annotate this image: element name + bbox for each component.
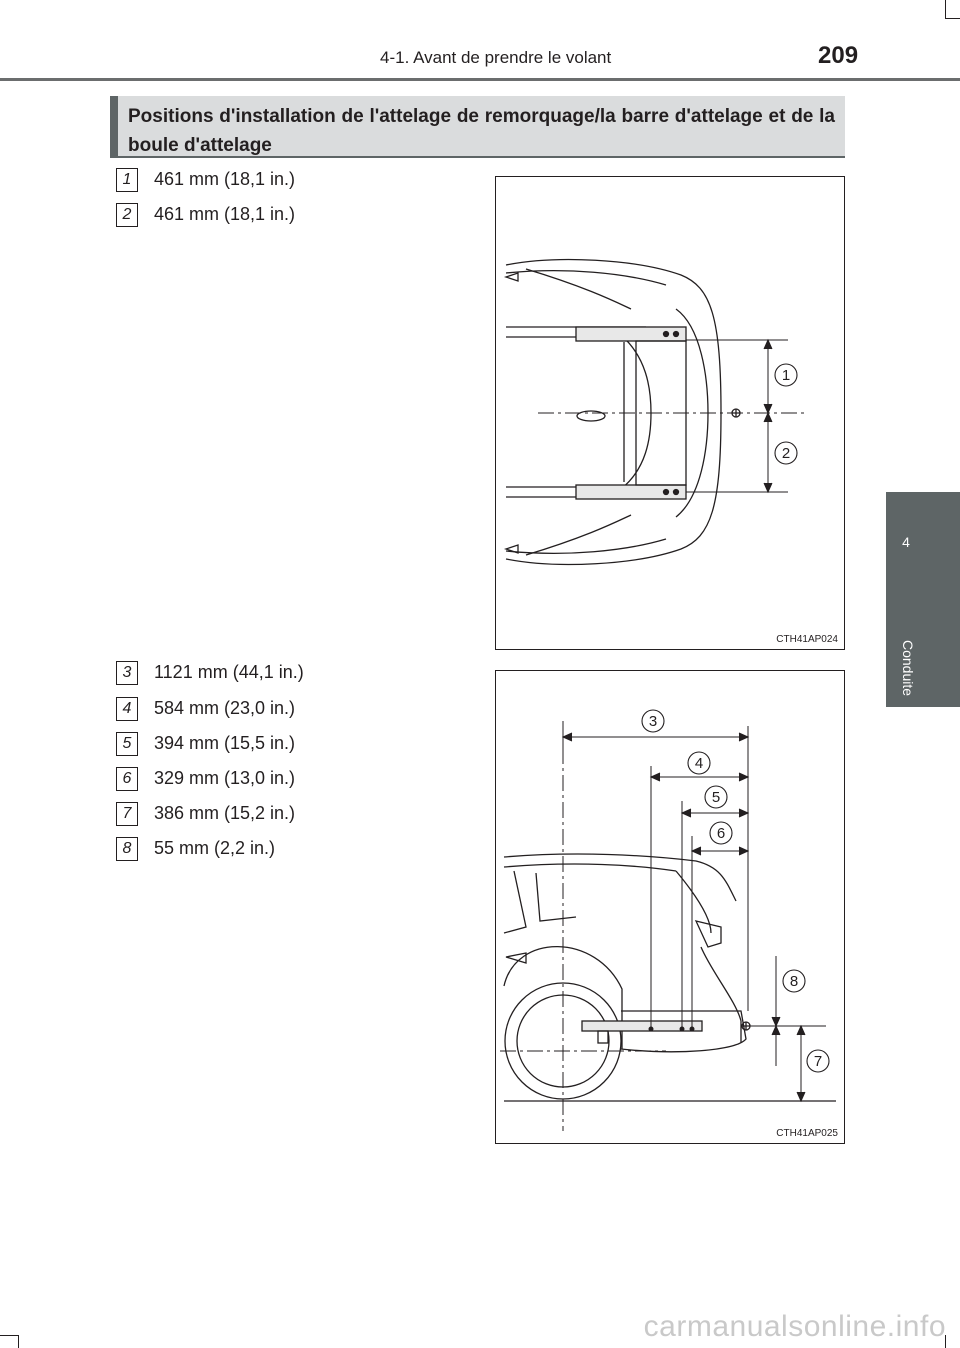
crop-mark <box>0 1335 18 1336</box>
figure-side-view: 3 4 5 6 8 7 CTH41AP025 <box>495 670 845 1144</box>
item-number-badge: 8 <box>116 837 138 861</box>
item-number-badge: 1 <box>116 168 138 192</box>
item-text: 1121 mm (44,1 in.) <box>154 662 304 682</box>
callout-3: 3 <box>649 713 657 730</box>
callout-8: 8 <box>790 973 798 990</box>
item-text: 584 mm (23,0 in.) <box>154 698 296 718</box>
callout-7: 7 <box>814 1053 822 1070</box>
crop-mark <box>18 1335 19 1348</box>
crop-mark <box>945 18 960 19</box>
section-title: Positions d'installation de l'attelage d… <box>128 106 835 156</box>
item-number-badge: 6 <box>116 767 138 791</box>
figure-code: CTH41AP025 <box>776 1128 838 1139</box>
item-text: 461 mm (18,1 in.) <box>154 204 296 224</box>
crop-mark <box>945 1335 946 1348</box>
callout-2: 2 <box>782 445 790 462</box>
callout-6: 6 <box>717 825 725 842</box>
page-number: 209 <box>818 42 859 69</box>
item-text: 329 mm (13,0 in.) <box>154 768 296 788</box>
chapter-number: 4 <box>902 534 910 550</box>
callout-5: 5 <box>712 789 720 806</box>
item-number-badge: 5 <box>116 732 138 756</box>
item-number-badge: 3 <box>116 661 138 685</box>
item-number-badge: 7 <box>116 802 138 826</box>
section-heading-box: Positions d'installation de l'attelage d… <box>110 96 845 158</box>
figure-top-view: 1 2 CTH41AP024 <box>495 176 845 650</box>
item-text: 461 mm (18,1 in.) <box>154 169 296 189</box>
chapter-tab[interactable]: 4 Conduite <box>886 492 960 707</box>
callout-4: 4 <box>695 755 703 772</box>
watermark: carmanualsonline.info <box>643 1310 946 1343</box>
top-view-illustration: 1 2 <box>503 258 806 566</box>
header-rule <box>0 78 960 81</box>
callout-1: 1 <box>782 367 790 384</box>
item-number-badge: 2 <box>116 203 138 227</box>
item-text: 55 mm (2,2 in.) <box>154 838 276 858</box>
item-text: 386 mm (15,2 in.) <box>154 803 296 823</box>
figure-code: CTH41AP024 <box>776 634 838 645</box>
chapter-label: Conduite <box>900 640 916 697</box>
item-number-badge: 4 <box>116 697 138 721</box>
side-view-illustration: 3 4 5 6 8 7 <box>500 709 836 1131</box>
crop-mark <box>945 0 946 18</box>
running-header-section: 4-1. Avant de prendre le volant <box>380 48 612 67</box>
item-text: 394 mm (15,5 in.) <box>154 733 296 753</box>
